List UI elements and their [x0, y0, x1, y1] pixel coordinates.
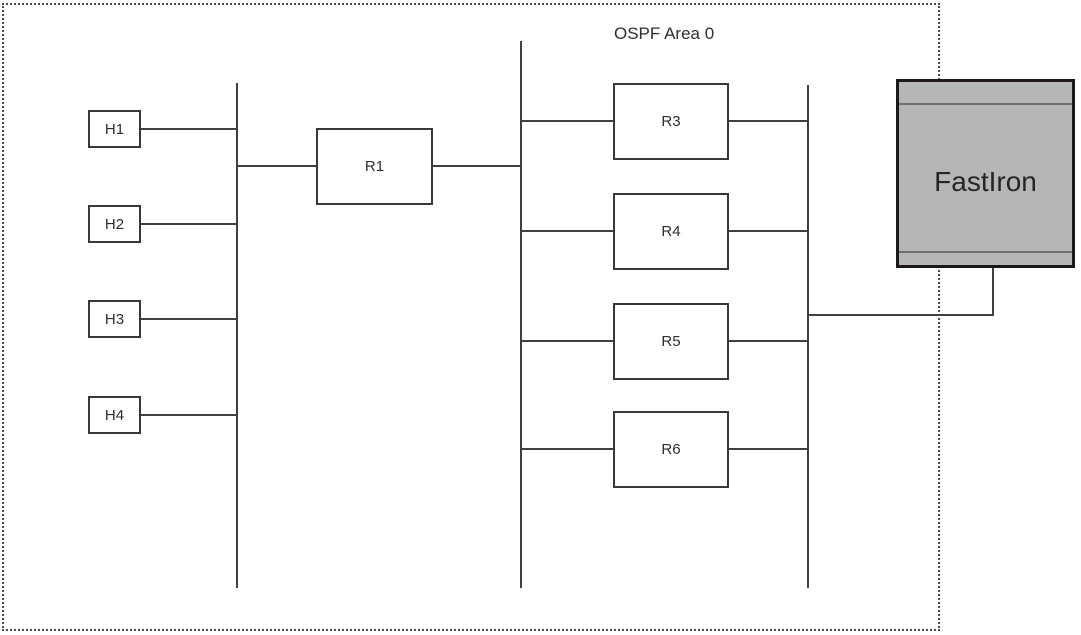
link-r5-bus-right	[729, 340, 808, 342]
link-r4-bus-right	[729, 230, 808, 232]
router-r1-label: R1	[364, 158, 385, 175]
fastiron-panel-line-bottom	[899, 251, 1072, 253]
host-h1-label: H1	[104, 120, 125, 138]
host-h3-label: H3	[104, 310, 125, 328]
link-r1-bus-right	[433, 165, 521, 167]
link-h2-bus	[141, 223, 236, 225]
link-bus-r5-left	[521, 340, 613, 342]
link-bus-r4-left	[521, 230, 613, 232]
link-fastiron-drop	[992, 266, 994, 316]
left-segment-bus	[236, 83, 238, 588]
router-r6-label: R6	[661, 441, 681, 458]
host-h4: H4	[88, 396, 141, 434]
link-r6-bus-right	[729, 448, 808, 450]
link-bus-r3-left	[521, 120, 613, 122]
router-r6: R6	[613, 411, 729, 488]
host-h1: H1	[88, 110, 141, 148]
host-h2: H2	[88, 205, 141, 243]
right-segment-bus	[807, 85, 809, 588]
link-bus-r6-left	[521, 448, 613, 450]
router-r5: R5	[613, 303, 729, 380]
router-r4-label: R4	[661, 223, 681, 240]
ospf-area-boundary	[2, 3, 940, 631]
router-r5-label: R5	[661, 333, 681, 350]
fastiron-panel-line-top	[899, 103, 1072, 105]
host-h4-label: H4	[104, 406, 125, 424]
fastiron-switch: FastIron	[896, 79, 1075, 268]
link-h3-bus	[141, 318, 236, 320]
link-bus-r1-left	[237, 165, 316, 167]
host-h2-label: H2	[104, 215, 125, 233]
link-r3-bus-right	[729, 120, 808, 122]
router-r3: R3	[613, 83, 729, 160]
link-h1-bus	[141, 128, 236, 130]
link-h4-bus	[141, 414, 236, 416]
center-segment-bus	[520, 41, 522, 588]
host-h3: H3	[88, 300, 141, 338]
fastiron-label: FastIron	[934, 165, 1037, 197]
link-bus-fastiron	[808, 314, 994, 316]
router-r1: R1	[316, 128, 433, 205]
router-r4: R4	[613, 193, 729, 270]
ospf-area-label: OSPF Area 0	[614, 24, 715, 43]
router-r3-label: R3	[661, 113, 681, 130]
